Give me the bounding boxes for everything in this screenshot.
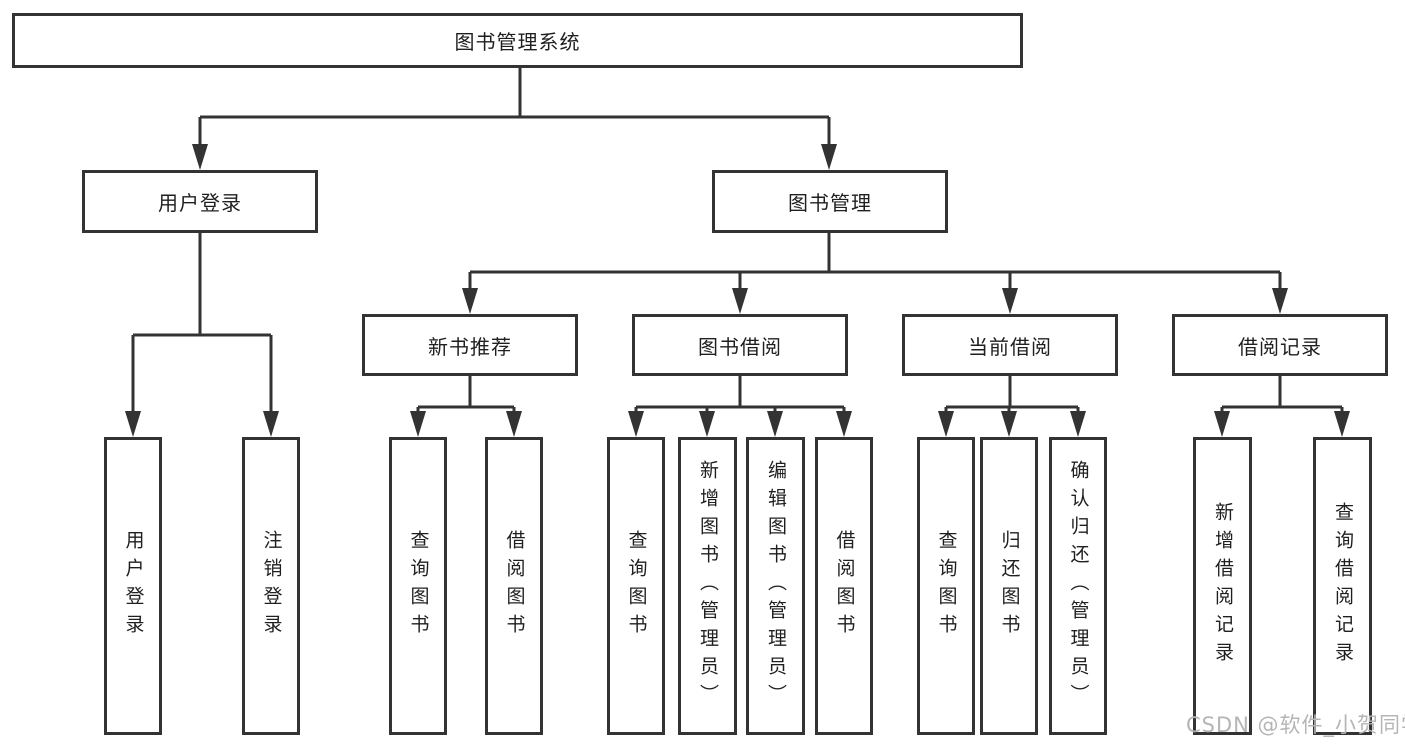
leaf-borrow-books-label: 借阅图书	[833, 530, 856, 642]
node-book-borrowing: 图书借阅	[632, 314, 848, 376]
leaf-borrow-books-recommend-label: 借阅图书	[503, 530, 526, 642]
leaf-confirm-return-admin-label: 确认归还（管理员）	[1067, 460, 1090, 712]
leaf-add-books-admin-label: 新增图书（管理员）	[697, 460, 719, 712]
node-new-book-recommend: 新书推荐	[362, 314, 578, 376]
leaf-return-books: 归还图书	[980, 437, 1038, 735]
leaf-edit-books-admin: 编辑图书（管理员）	[746, 437, 805, 735]
leaf-query-books-current: 查询图书	[917, 437, 975, 735]
node-borrowing-records: 借阅记录	[1172, 314, 1388, 376]
node-root: 图书管理系统	[12, 13, 1023, 68]
node-new-book-recommend-label: 新书推荐	[428, 334, 512, 359]
leaf-add-borrow-record: 新增借阅记录	[1193, 437, 1252, 735]
connector-bookmgmt-to-level3	[468, 233, 1282, 289]
node-book-management: 图书管理	[712, 170, 948, 233]
leaf-add-books-admin: 新增图书（管理员）	[678, 437, 737, 735]
connector-borrow-to-children	[634, 376, 846, 412]
leaf-add-borrow-record-label: 新增借阅记录	[1212, 502, 1234, 670]
node-root-label: 图书管理系统	[454, 30, 581, 54]
node-current-borrowing-label: 当前借阅	[968, 334, 1052, 359]
csdn-watermark: CSDN @软件_小贺同学	[1186, 713, 1405, 737]
leaf-query-borrow-record-label: 查询借阅记录	[1332, 502, 1354, 670]
connector-records-to-children	[1220, 376, 1344, 412]
leaf-query-books-current-label: 查询图书	[935, 530, 958, 642]
node-book-borrowing-label: 图书借阅	[698, 334, 782, 359]
leaf-user-login-label: 用户登录	[122, 530, 145, 642]
leaf-query-books-recommend-label: 查询图书	[407, 530, 430, 642]
leaf-borrow-books: 借阅图书	[815, 437, 873, 735]
leaf-borrow-books-recommend: 借阅图书	[485, 437, 543, 735]
connector-userlogin-to-children	[131, 233, 273, 412]
leaf-confirm-return-admin: 确认归还（管理员）	[1049, 437, 1107, 735]
leaf-return-books-label: 归还图书	[998, 530, 1021, 642]
leaf-query-books-borrow: 查询图书	[607, 437, 665, 735]
connector-root-to-level2	[198, 68, 831, 145]
leaf-query-books-borrow-label: 查询图书	[625, 530, 648, 642]
leaf-logout-label: 注销登录	[260, 530, 283, 642]
node-user-login: 用户登录	[82, 170, 318, 233]
node-book-management-label: 图书管理	[788, 191, 872, 215]
leaf-user-login: 用户登录	[104, 437, 162, 735]
leaf-edit-books-admin-label: 编辑图书（管理员）	[765, 460, 787, 712]
node-user-login-label: 用户登录	[158, 191, 242, 215]
connector-newbook-to-children	[416, 376, 516, 412]
leaf-query-books-recommend: 查询图书	[389, 437, 447, 735]
node-current-borrowing: 当前借阅	[902, 314, 1118, 376]
leaf-logout: 注销登录	[242, 437, 300, 735]
leaf-query-borrow-record: 查询借阅记录	[1313, 437, 1372, 735]
connector-current-to-children	[944, 376, 1080, 412]
node-borrowing-records-label: 借阅记录	[1238, 334, 1322, 359]
